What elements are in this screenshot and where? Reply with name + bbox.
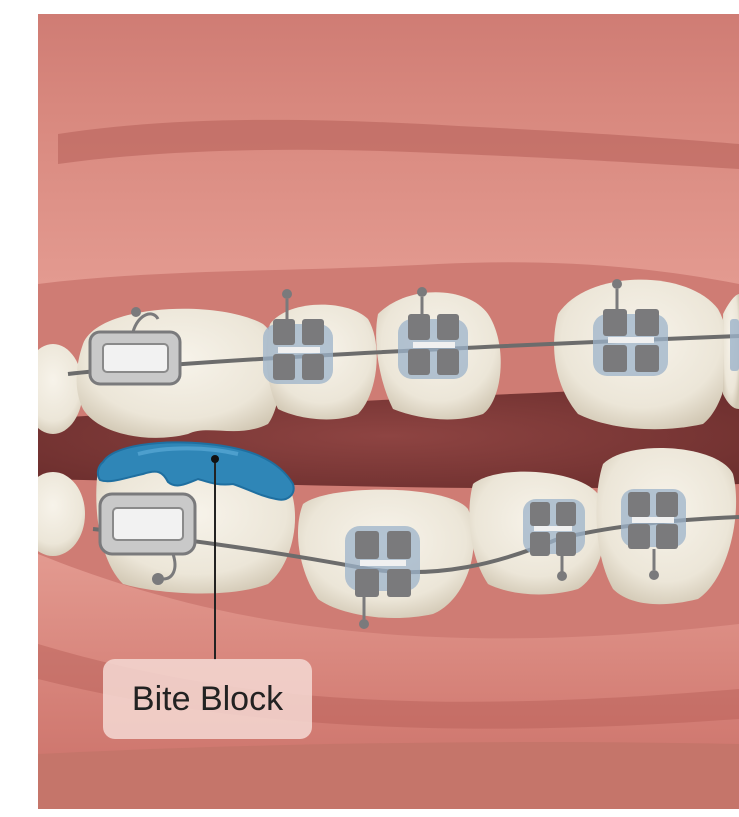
lower-bracket-2: [523, 499, 585, 581]
lower-bracket-3: [621, 489, 686, 580]
lower-molar-band: [98, 492, 197, 585]
upper-molar-partial: [38, 344, 83, 434]
bite-block-label: Bite Block: [103, 659, 312, 739]
lower-molar-partial: [38, 472, 85, 556]
callout-dot: [211, 455, 219, 463]
upper-bracket-4-partial: [730, 319, 739, 371]
lower-lip: [38, 742, 739, 809]
bite-block-highlight: [137, 446, 239, 456]
upper-molar-band: [88, 307, 182, 386]
upper-gum-ridge: [58, 119, 739, 169]
upper-bracket-3: [593, 279, 668, 376]
bite-block: [96, 441, 295, 501]
lower-bracket-1: [345, 526, 420, 629]
upper-bracket-2: [398, 287, 468, 379]
bite-block-label-text: Bite Block: [131, 679, 284, 718]
braces-illustration: [38, 14, 739, 809]
upper-bracket-1: [263, 289, 333, 384]
